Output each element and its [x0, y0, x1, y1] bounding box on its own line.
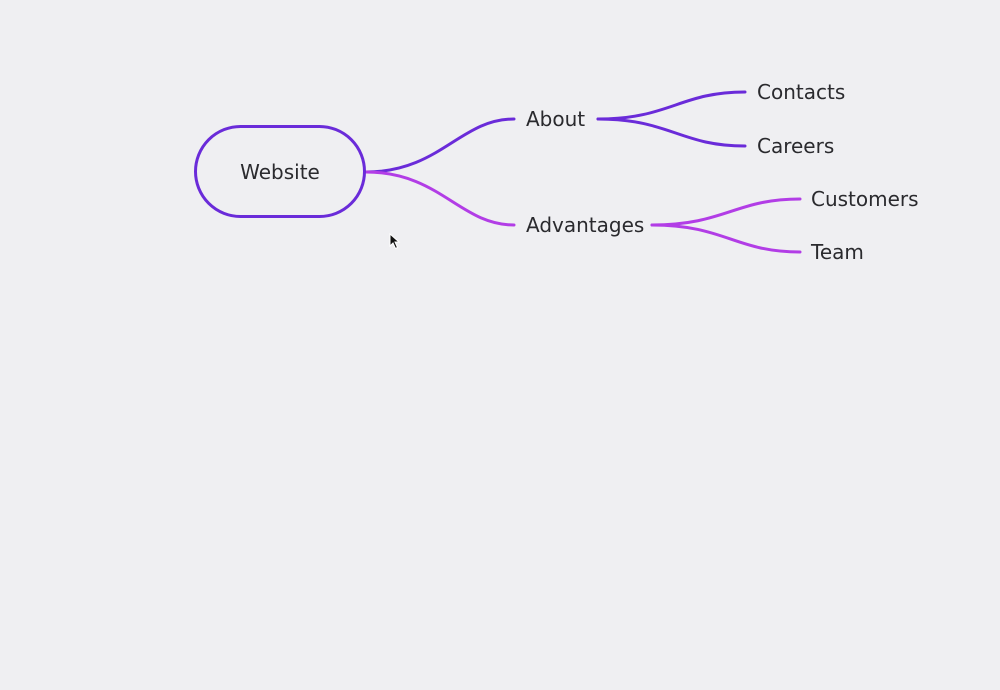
node-careers[interactable]: Careers	[757, 134, 835, 158]
node-customers[interactable]: Customers	[811, 187, 919, 211]
node-about[interactable]: About	[526, 107, 586, 131]
connector-website-advantages	[364, 170, 516, 227]
node-advantages[interactable]: Advantages	[526, 213, 645, 237]
mouse-pointer-icon	[389, 233, 401, 250]
node-team[interactable]: Team	[811, 240, 864, 264]
root-node-website[interactable]: Website	[194, 125, 366, 218]
root-node-label: Website	[240, 159, 320, 184]
connector-advantages-team	[650, 223, 802, 254]
connector-website-about	[364, 117, 516, 174]
connector-about-careers	[596, 117, 747, 148]
node-contacts[interactable]: Contacts	[757, 80, 846, 104]
connector-advantages-customers	[650, 197, 802, 227]
connector-about-contacts	[596, 90, 747, 121]
